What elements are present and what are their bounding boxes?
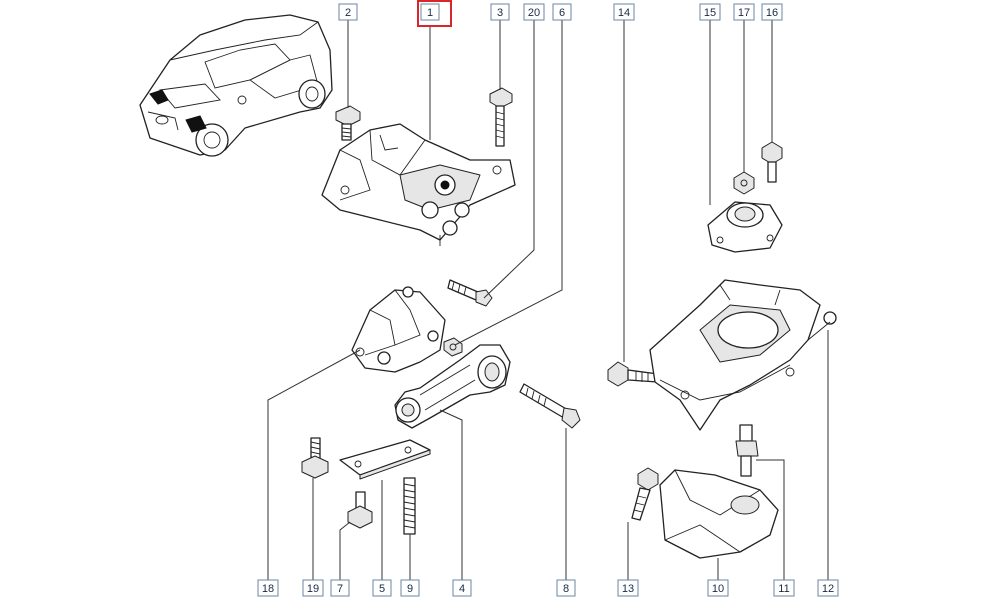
callout-17[interactable]: 17 <box>733 3 755 21</box>
part-10-lower-bracket <box>659 469 779 559</box>
part-9-stud <box>403 477 416 535</box>
callout-10[interactable]: 10 <box>707 579 729 597</box>
callout-11-label: 11 <box>778 583 789 595</box>
part-13-bolt <box>631 467 659 521</box>
callout-4-label: 4 <box>459 583 465 595</box>
part-3-bolt <box>489 87 513 147</box>
callout-14-label: 14 <box>618 7 630 19</box>
part-17-nut <box>733 171 755 195</box>
part-12-bracket <box>649 279 837 431</box>
callout-15-label: 15 <box>704 7 716 19</box>
callout-3-label: 3 <box>497 7 503 19</box>
car-thumbnail <box>139 14 333 157</box>
callout-6[interactable]: 6 <box>552 3 572 21</box>
part-14-bolt <box>607 361 659 387</box>
part-5-plate <box>339 439 431 480</box>
callout-16[interactable]: 16 <box>761 3 783 21</box>
part-11-stud <box>735 424 759 477</box>
part-8-bolt <box>519 383 581 429</box>
callout-19-label: 19 <box>307 583 319 595</box>
callout-7[interactable]: 7 <box>330 579 350 597</box>
part-4-torque-rod <box>394 344 511 429</box>
callout-20[interactable]: 20 <box>523 3 545 21</box>
callout-20-label: 20 <box>528 7 540 19</box>
callout-18[interactable]: 18 <box>257 579 279 597</box>
callout-5-label: 5 <box>379 583 385 595</box>
callout-18-label: 18 <box>262 583 274 595</box>
callout-12-label: 12 <box>822 583 834 595</box>
callout-15[interactable]: 15 <box>699 3 721 21</box>
callout-11[interactable]: 11 <box>773 579 795 597</box>
part-15-mount-pad <box>707 201 783 253</box>
part-16-bolt <box>761 141 783 183</box>
callout-8-label: 8 <box>563 583 569 595</box>
part-7-bolt <box>347 491 373 529</box>
callout-19[interactable]: 19 <box>302 579 324 597</box>
callout-8[interactable]: 8 <box>556 579 576 597</box>
callout-13-label: 13 <box>622 583 634 595</box>
callout-16-label: 16 <box>766 7 778 19</box>
part-18-bracket <box>351 286 446 373</box>
callout-14[interactable]: 14 <box>613 3 635 21</box>
callout-17-label: 17 <box>738 7 750 19</box>
callout-1[interactable]: 1 <box>417 0 452 27</box>
part-20-bolt <box>447 279 493 307</box>
callout-7-label: 7 <box>337 583 343 595</box>
part-19-bolt <box>301 437 329 479</box>
callout-3[interactable]: 3 <box>490 3 510 21</box>
callout-2-label: 2 <box>345 7 351 19</box>
part-6-nut <box>443 337 463 357</box>
callout-6-label: 6 <box>559 7 565 19</box>
callout-12[interactable]: 12 <box>817 579 839 597</box>
leader-lines <box>267 20 829 580</box>
part-2-bolt <box>335 105 361 141</box>
callout-4[interactable]: 4 <box>452 579 472 597</box>
part-1-engine-mount <box>321 123 516 246</box>
callout-10-label: 10 <box>712 583 724 595</box>
callout-9-label: 9 <box>407 583 413 595</box>
callout-9[interactable]: 9 <box>400 579 420 597</box>
callout-13[interactable]: 13 <box>617 579 639 597</box>
callout-5[interactable]: 5 <box>372 579 392 597</box>
callout-1-label: 1 <box>427 7 433 19</box>
callout-2[interactable]: 2 <box>338 3 358 21</box>
